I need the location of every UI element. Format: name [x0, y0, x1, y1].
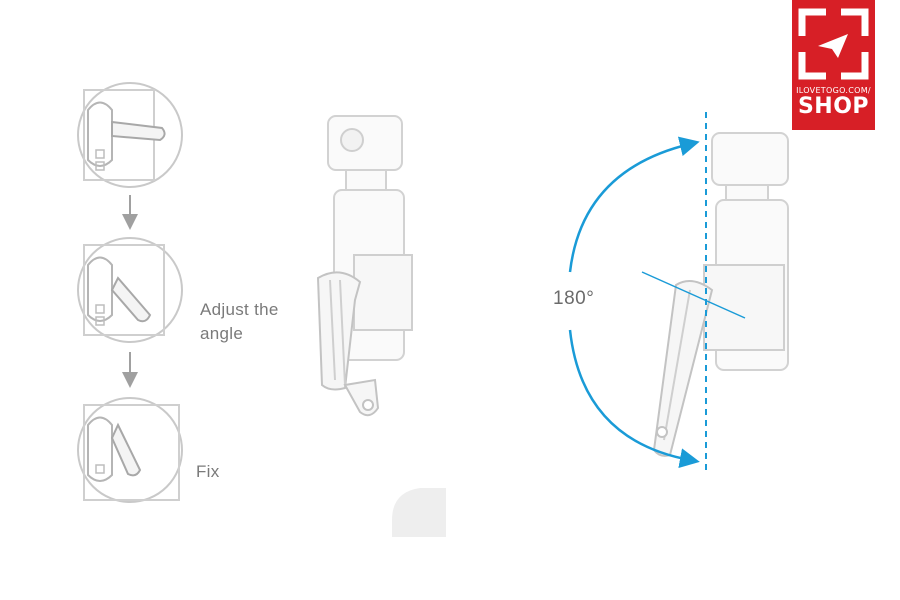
- frame-plane-icon: [798, 8, 869, 80]
- camera-mount-assembly: [316, 115, 413, 417]
- brand-name: SHOP: [797, 94, 870, 119]
- step-1-detail: [77, 82, 183, 188]
- rotation-arrow-top: [568, 136, 700, 273]
- step-2-detail: [77, 237, 183, 343]
- rotation-arrow-bottom: [568, 329, 700, 469]
- brand-site: ILOVETOGO.COM/: [796, 86, 871, 95]
- rotation-angle-label: 180°: [553, 288, 595, 309]
- rotated-assembly: [641, 132, 789, 457]
- adjust-angle-label: Adjust the angle: [200, 300, 279, 343]
- brand-logo[interactable]: ILOVETOGO.COM/ SHOP: [792, 0, 875, 130]
- step-3-detail: [77, 397, 183, 503]
- placeholder-shape: [392, 488, 446, 537]
- fix-label: Fix: [196, 462, 220, 481]
